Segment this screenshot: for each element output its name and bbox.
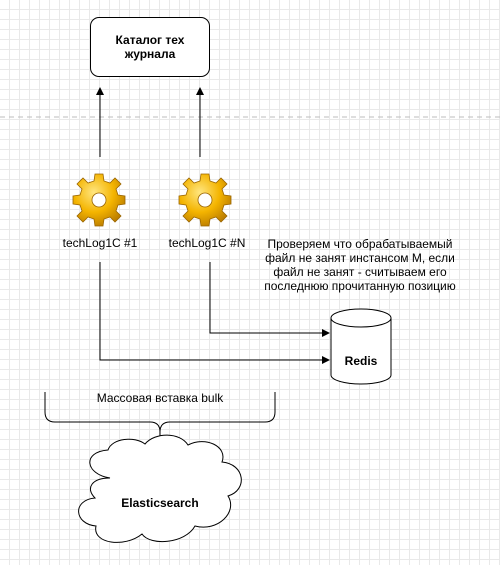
redis-label: Redis (344, 354, 378, 368)
note-line: Проверяем что обрабатываемый (267, 237, 453, 251)
arrow-instanceN-to-redis (209, 262, 330, 337)
arrow-instance1-to-redis (99, 262, 330, 364)
catalog-label: Каталог тех журнала (115, 33, 185, 61)
gear-icon (72, 173, 126, 227)
instance-n-label: techLog1C #N (168, 236, 246, 250)
note-line: последнюю прочитанную позицию (264, 279, 456, 293)
gear-icon (178, 173, 232, 227)
instance-1-label: techLog1C #1 (62, 236, 138, 250)
elasticsearch-label: Elasticsearch (121, 496, 199, 510)
elasticsearch-cloud[interactable] (78, 434, 242, 543)
redis-cylinder[interactable] (330, 308, 392, 385)
redis-check-note: Проверяем что обрабатываемый файл не зан… (255, 237, 465, 293)
bulk-insert-label: Массовая вставка bulk (96, 391, 224, 405)
note-line: файл не занят - считываем его (273, 265, 447, 279)
note-line: файл не занят инстансом М, если (265, 251, 455, 265)
catalog-box[interactable]: Каталог тех журнала (90, 17, 210, 77)
